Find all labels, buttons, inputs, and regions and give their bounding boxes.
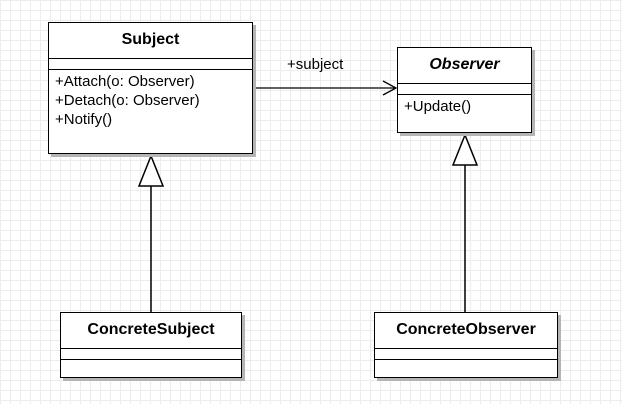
generalization-triangle-observer xyxy=(451,132,479,166)
operation: +Update() xyxy=(404,98,472,115)
operations-compartment xyxy=(375,360,557,371)
attributes-compartment xyxy=(375,349,557,360)
operations-compartment: +Attach(o: Observer) +Detach(o: Observer… xyxy=(49,70,252,131)
class-concrete-observer[interactable]: ConcreteObserver xyxy=(374,312,558,378)
attributes-compartment xyxy=(49,59,252,70)
class-name: ConcreteObserver xyxy=(375,313,557,349)
class-name: ConcreteSubject xyxy=(61,313,241,349)
class-subject[interactable]: Subject +Attach(o: Observer) +Detach(o: … xyxy=(48,22,253,154)
class-observer[interactable]: Observer +Update() xyxy=(397,47,532,133)
generalization-triangle-subject xyxy=(137,153,165,187)
class-concrete-subject[interactable]: ConcreteSubject xyxy=(60,312,242,378)
operation: +Notify() xyxy=(55,111,113,128)
operation: +Detach(o: Observer) xyxy=(55,92,200,109)
attributes-compartment xyxy=(61,349,241,360)
association-open-arrowhead xyxy=(382,80,398,96)
attributes-compartment xyxy=(398,84,531,95)
operations-compartment xyxy=(61,360,241,371)
operations-compartment: +Update() xyxy=(398,95,531,118)
class-name: Observer xyxy=(398,48,531,84)
class-name: Subject xyxy=(49,23,252,59)
association-label: +subject xyxy=(287,56,344,73)
operation: +Attach(o: Observer) xyxy=(55,73,195,90)
